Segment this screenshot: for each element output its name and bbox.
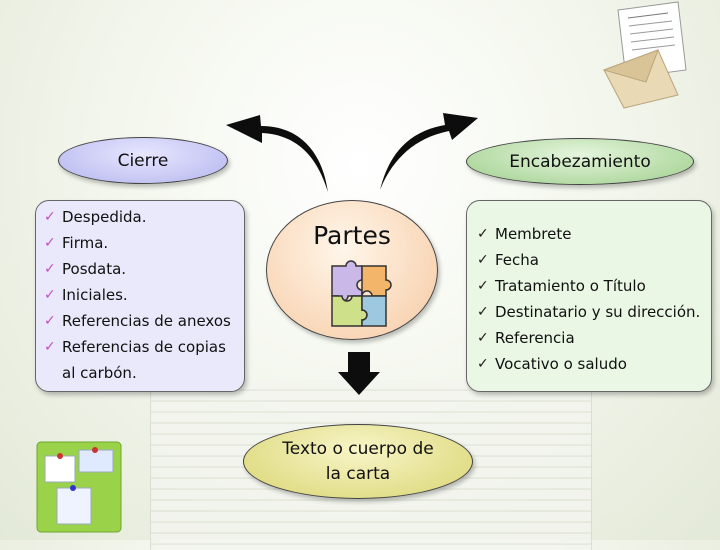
check-icon: ✓ xyxy=(477,252,489,268)
list-item: ✓Firma. xyxy=(44,230,244,256)
encabezamiento-list: ✓Membrete ✓Fecha ✓Tratamiento o Título ✓… xyxy=(467,201,711,377)
texto-cuerpo-label: Texto o cuerpo de la carta xyxy=(282,437,433,487)
list-item: ✓Referencias de anexos xyxy=(44,308,244,334)
check-icon: ✓ xyxy=(477,278,489,294)
cierre-label: Cierre xyxy=(117,150,169,171)
check-icon: ✓ xyxy=(44,313,56,329)
list-item: ✓Posdata. xyxy=(44,256,244,282)
list-item: ✓Referencia xyxy=(477,325,711,351)
list-item: ✓Despedida. xyxy=(44,204,244,230)
check-icon: ✓ xyxy=(477,356,489,372)
list-item: ✓Vocativo o saludo xyxy=(477,351,711,377)
list-item: ✓Referencias de copias xyxy=(44,334,244,360)
texto-cuerpo-oval: Texto o cuerpo de la carta xyxy=(243,424,473,499)
list-item-continuation: al carbón. xyxy=(62,364,137,382)
check-icon: ✓ xyxy=(477,330,489,346)
list-item: ✓Tratamiento o Título xyxy=(477,273,711,299)
cierre-oval: Cierre xyxy=(58,137,228,184)
check-icon: ✓ xyxy=(44,209,56,225)
check-icon: ✓ xyxy=(44,235,56,251)
curved-arrow-right-icon xyxy=(380,113,478,190)
partes-label: Partes xyxy=(313,221,391,250)
letter-envelope-icon xyxy=(602,1,687,109)
check-icon: ✓ xyxy=(44,339,56,355)
curved-arrow-left-icon xyxy=(226,115,328,192)
encabezamiento-oval: Encabezamiento xyxy=(466,138,694,185)
partes-oval: Partes xyxy=(266,200,438,340)
list-item: ✓Membrete xyxy=(477,221,711,247)
cierre-list-box: ✓Despedida. ✓Firma. ✓Posdata. ✓Iniciales… xyxy=(35,200,245,392)
list-item: ✓Iniciales. xyxy=(44,282,244,308)
check-icon: ✓ xyxy=(477,304,489,320)
puzzle-icon xyxy=(331,260,392,327)
check-icon: ✓ xyxy=(477,226,489,242)
texto-line-2: la carta xyxy=(325,463,391,484)
check-icon: ✓ xyxy=(44,261,56,277)
encabezamiento-list-box: ✓Membrete ✓Fecha ✓Tratamiento o Título ✓… xyxy=(466,200,712,392)
check-icon: ✓ xyxy=(44,287,56,303)
encabezamiento-label: Encabezamiento xyxy=(509,151,651,172)
list-item: ✓Fecha xyxy=(477,247,711,273)
cierre-list: ✓Despedida. ✓Firma. ✓Posdata. ✓Iniciales… xyxy=(36,201,244,386)
sticky-notes-icon xyxy=(36,441,122,533)
texto-line-1: Texto o cuerpo de xyxy=(282,438,434,459)
list-item: ✓Destinatario y su dirección. xyxy=(477,299,711,325)
arrow-down-icon xyxy=(338,352,380,395)
